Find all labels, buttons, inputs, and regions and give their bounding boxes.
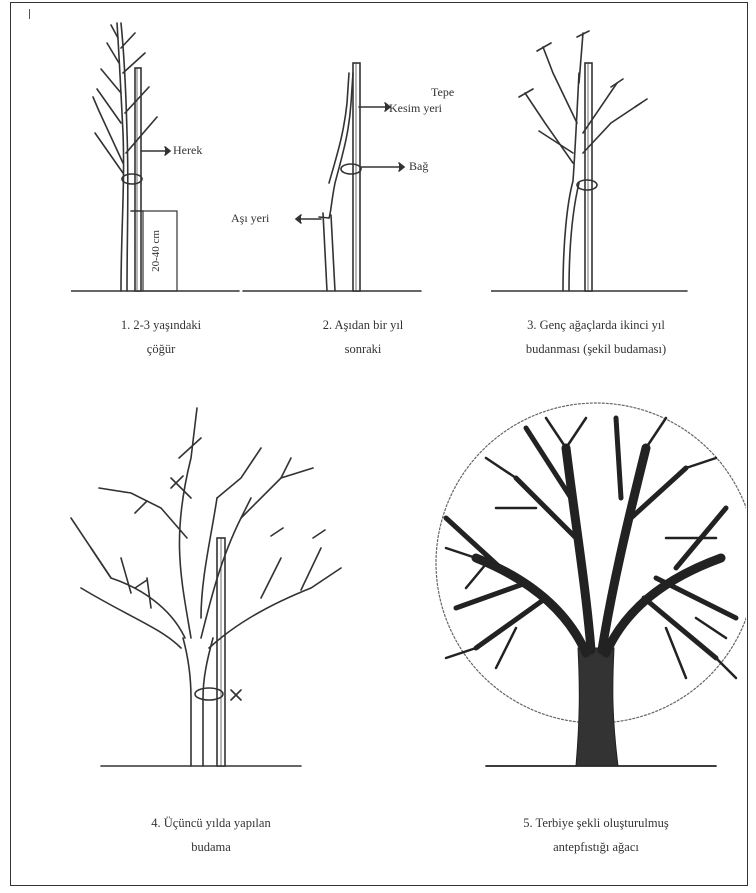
caption-panel-2: 2. Aşıdan bir yıl sonraki [293,313,433,361]
panel-4-third-year [51,398,351,773]
diagram-frame: Herek 20-40 cm Tepe [10,2,748,886]
label-kesim-yeri: Kesim yeri [389,101,442,116]
panel-1-seedling: Herek 20-40 cm [71,13,241,293]
panel-5-mature-tree [416,388,746,773]
caption-2-line-1: 2. Aşıdan bir yıl [293,313,433,337]
caption-panel-4: 4. Üçüncü yılda yapılan budama [101,811,321,859]
second-year-pruning-illustration [491,13,711,293]
label-herek: Herek [173,143,202,158]
caption-5-line-1: 5. Terbiye şekli oluşturulmuş [481,811,711,835]
caption-panel-1: 1. 2-3 yaşındaki çöğür [91,313,231,361]
caption-4-line-2: budama [101,835,321,859]
panel-2-grafted: Tepe Kesim yeri Bağ Aşı yeri [231,43,461,293]
caption-4-line-1: 4. Üçüncü yılda yapılan [101,811,321,835]
corner-mark [29,9,30,19]
caption-panel-5: 5. Terbiye şekli oluşturulmuş antepfıstı… [481,811,711,859]
caption-5-line-2: antepfıstığı ağacı [481,835,711,859]
mature-pistachio-tree-illustration [416,388,746,773]
caption-2-line-2: sonraki [293,337,433,361]
panel-3-second-year [491,13,711,293]
caption-1-line-2: çöğür [91,337,231,361]
label-bag: Bağ [409,159,428,174]
label-tepe: Tepe [431,85,454,100]
label-asi-yeri: Aşı yeri [231,211,269,226]
label-height-range: 20-40 cm [150,230,162,272]
caption-3-line-1: 3. Genç ağaçlarda ikinci yıl [481,313,711,337]
third-year-pruning-illustration [51,398,351,773]
caption-3-line-2: budanması (şekil budaması) [481,337,711,361]
caption-1-line-1: 1. 2-3 yaşındaki [91,313,231,337]
caption-panel-3: 3. Genç ağaçlarda ikinci yıl budanması (… [481,313,711,361]
